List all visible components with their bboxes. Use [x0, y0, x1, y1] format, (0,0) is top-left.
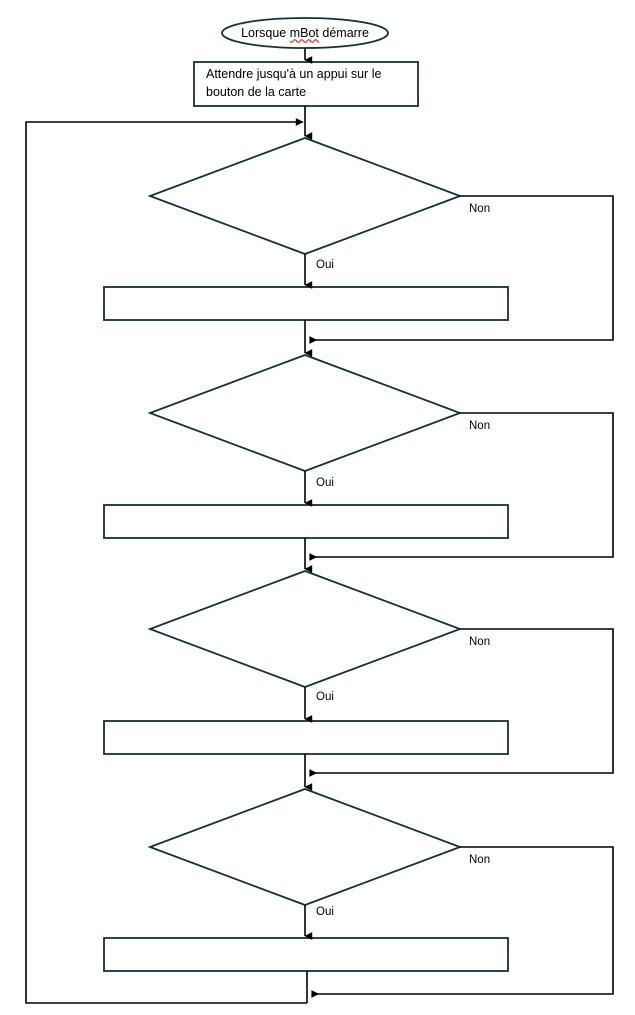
action-2-box-shape[interactable] [103, 504, 509, 539]
connector-decision-2-non-bypass [309, 412, 614, 561]
connector-decision-3-non-bypass [309, 628, 614, 777]
wait-button-box-shape[interactable] [193, 61, 419, 107]
action-4-box-shape[interactable] [103, 937, 509, 972]
decision-1-shape[interactable] [147, 137, 463, 255]
connector-decision-4-non-bypass [311, 846, 614, 998]
decision-2-shape[interactable] [147, 354, 463, 472]
action-3-box-shape[interactable] [103, 720, 509, 755]
action-1-box-shape[interactable] [103, 286, 509, 321]
connector-decision-1-non-bypass [309, 195, 614, 344]
start-terminator-shape[interactable] [221, 17, 389, 49]
decision-3-shape[interactable] [147, 570, 463, 688]
connector-loop-return-rail [25, 118, 307, 1004]
decision-4-shape[interactable] [147, 788, 463, 906]
